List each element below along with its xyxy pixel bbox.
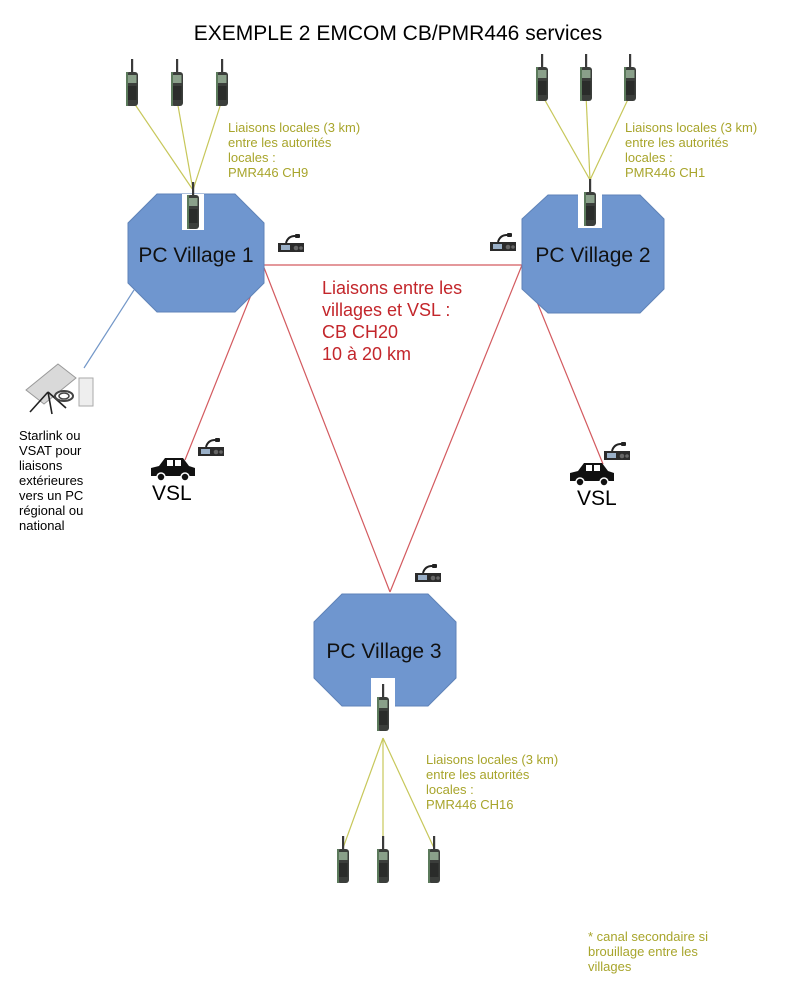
village1-node — [127, 193, 265, 313]
walkie-talkie-icon — [182, 182, 204, 230]
car-icon — [150, 457, 196, 482]
village1-label: PC Village 1 — [138, 244, 253, 267]
vsl-label-left: VSL — [152, 482, 192, 505]
starlink-text: Starlink ou VSAT pour liaisons extérieur… — [19, 428, 84, 533]
village2-node — [521, 194, 665, 314]
satellite-dish-icon — [25, 363, 94, 415]
walkie-talkie-icon — [428, 836, 440, 883]
pmr-link-lines — [131, 94, 631, 849]
cb-radio-icon — [489, 232, 517, 252]
page-title: EXEMPLE 2 EMCOM CB/PMR446 services — [193, 22, 603, 45]
walkie-talkie-icon — [337, 836, 349, 883]
walkie-talkie-icon — [624, 54, 636, 101]
car-icon — [569, 462, 615, 487]
cb-link-text: Liaisons entre les villages et VSL : CB … — [322, 278, 463, 364]
walkie-talkie-icon — [578, 179, 602, 228]
footnote-text: * canal secondaire si brouillage entre l… — [588, 929, 708, 974]
village3-node — [313, 593, 457, 707]
cb-radio-icon — [414, 563, 442, 583]
local-link-text-village1: Liaisons locales (3 km) entre les autori… — [228, 120, 361, 180]
cb-radio-icon — [603, 441, 631, 461]
local-link-text-village2: Liaisons locales (3 km) entre les autori… — [625, 120, 758, 180]
vsl-label-right: VSL — [577, 487, 617, 510]
walkie-talkie-icon — [216, 59, 228, 106]
local-link-text-village3: Liaisons locales (3 km) entre les autori… — [426, 752, 559, 812]
walkie-talkie-icon — [126, 59, 138, 106]
walkie-talkie-icon — [580, 54, 592, 101]
cb-link-village1-village3 — [262, 264, 391, 593]
village2-label: PC Village 2 — [535, 244, 650, 267]
walkie-talkie-icon — [171, 59, 183, 106]
cb-link-village2-village3 — [389, 264, 523, 593]
cb-radio-icon — [197, 437, 225, 457]
cb-radio-icon — [277, 233, 305, 253]
walkie-talkie-icon — [371, 678, 395, 734]
walkie-talkie-icon — [536, 54, 548, 101]
village3-label: PC Village 3 — [326, 640, 441, 663]
satellite-link-line — [83, 289, 135, 369]
walkie-talkie-icon — [377, 836, 389, 883]
